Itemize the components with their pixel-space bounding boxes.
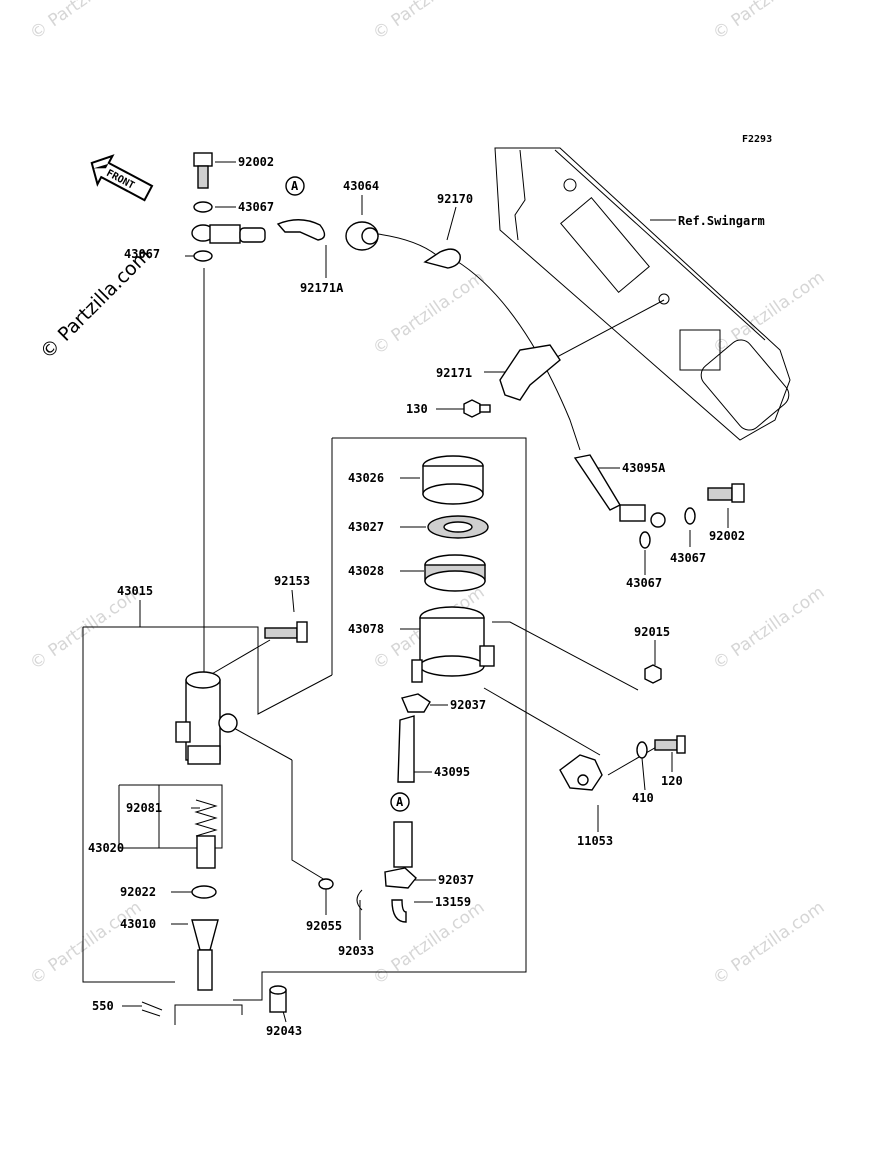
diagram-code: F2293	[742, 134, 772, 145]
master-cylinder-body	[175, 671, 238, 765]
bolt-92002-right	[707, 483, 745, 503]
part-label: 43064	[343, 179, 379, 193]
washer-43067-right	[684, 507, 696, 525]
grommet-43064	[345, 221, 379, 251]
circlip-92022	[191, 885, 217, 899]
part-label: 43067	[670, 551, 706, 565]
spring-92081	[194, 799, 218, 837]
washer-43067-bottom	[639, 531, 651, 549]
watermark: © Partzilla.com	[369, 0, 488, 44]
part-label: 13159	[435, 895, 471, 909]
hose-clip	[276, 219, 326, 241]
part-label: 92015	[634, 625, 670, 639]
bolt-92002-top	[193, 152, 213, 189]
part-label: 92055	[306, 919, 342, 933]
diaphragm-43028	[424, 554, 486, 592]
marker-a-top-label: A	[291, 179, 299, 193]
watermark: © Partzilla.com	[26, 897, 145, 989]
part-label: 92002	[238, 155, 274, 169]
part-label: 43067	[238, 200, 274, 214]
part-label: 92171A	[300, 281, 344, 295]
swingarm-ref-label: Ref.Swingarm	[678, 214, 765, 228]
watermark: © Partzilla.com	[369, 267, 488, 359]
watermark: © Partzilla.com	[709, 582, 828, 674]
part-label: 92171	[436, 366, 472, 380]
part-label: 410	[632, 791, 654, 805]
part-label: 11053	[577, 834, 613, 848]
banjo-fitting	[191, 224, 266, 244]
watermark: © Partzilla.com	[369, 897, 488, 989]
bracket-11053	[559, 754, 603, 791]
watermark: © Partzilla.com	[709, 897, 828, 989]
part-label: 43015	[117, 584, 153, 598]
watermark: © Partzilla.com	[709, 267, 828, 359]
part-label: 43095A	[622, 461, 666, 475]
circlip-92033	[356, 889, 363, 911]
part-label: 92037	[438, 873, 474, 887]
marker-a-bottom	[390, 792, 410, 812]
part-label: 92170	[437, 192, 473, 206]
part-label: 92043	[266, 1024, 302, 1038]
part-label: 92153	[274, 574, 310, 588]
part-label: 92037	[450, 698, 486, 712]
swingarm-ref	[494, 147, 791, 441]
bolt-120	[654, 735, 686, 754]
part-label: 43078	[348, 622, 384, 636]
bolt-130	[463, 399, 491, 418]
group-frames	[82, 437, 527, 1025]
piston-43020	[196, 835, 216, 869]
pin-92043	[269, 985, 287, 1013]
part-label: 43010	[120, 917, 156, 931]
part-label: 120	[661, 774, 683, 788]
washer-43067-lower	[193, 250, 213, 262]
part-label: 43067	[626, 576, 662, 590]
hose-43095	[397, 715, 415, 783]
part-label: 43028	[348, 564, 384, 578]
part-label: 130	[406, 402, 428, 416]
reservoir-43078	[411, 606, 495, 683]
part-label: 92022	[120, 885, 156, 899]
copyright-text: © Partzilla.com	[36, 244, 155, 363]
clamp-92170	[423, 248, 461, 269]
washer-410	[636, 741, 648, 759]
nut-92015	[644, 664, 662, 684]
clamp-92037-bottom	[384, 867, 417, 889]
cotter-pin-550	[141, 1001, 163, 1017]
clamp-92037-top	[401, 693, 431, 713]
leader-lines	[122, 161, 729, 1023]
watermark: © Partzilla.com	[26, 0, 145, 44]
part-label: 43095	[434, 765, 470, 779]
marker-a-bottom-label: A	[396, 795, 404, 809]
watermark: © Partzilla.com	[709, 0, 828, 44]
part-label: 43027	[348, 520, 384, 534]
front-arrow-icon: FRONT	[90, 154, 154, 202]
elbow-13159	[391, 899, 407, 923]
part-label: 92002	[709, 529, 745, 543]
part-label: 92081	[126, 801, 162, 815]
pushrod-43010	[191, 919, 219, 991]
bolt-92153	[264, 621, 308, 643]
part-label: 43026	[348, 471, 384, 485]
plate-43027-hole	[443, 521, 473, 533]
part-label: 43067	[124, 247, 160, 261]
washer-43067-top	[193, 201, 213, 213]
hose-43095A	[573, 454, 666, 528]
bracket-92171	[499, 344, 561, 401]
marker-a-top	[285, 176, 305, 196]
cap-43026	[422, 455, 484, 505]
hose-43095-lower	[393, 821, 413, 868]
part-label: 43020	[88, 841, 124, 855]
part-labels: 92002 43067 43067 43064 92170 92171A 921…	[88, 155, 745, 1038]
part-label: 92033	[338, 944, 374, 958]
part-label: 550	[92, 999, 114, 1013]
oring-92055	[318, 878, 334, 890]
